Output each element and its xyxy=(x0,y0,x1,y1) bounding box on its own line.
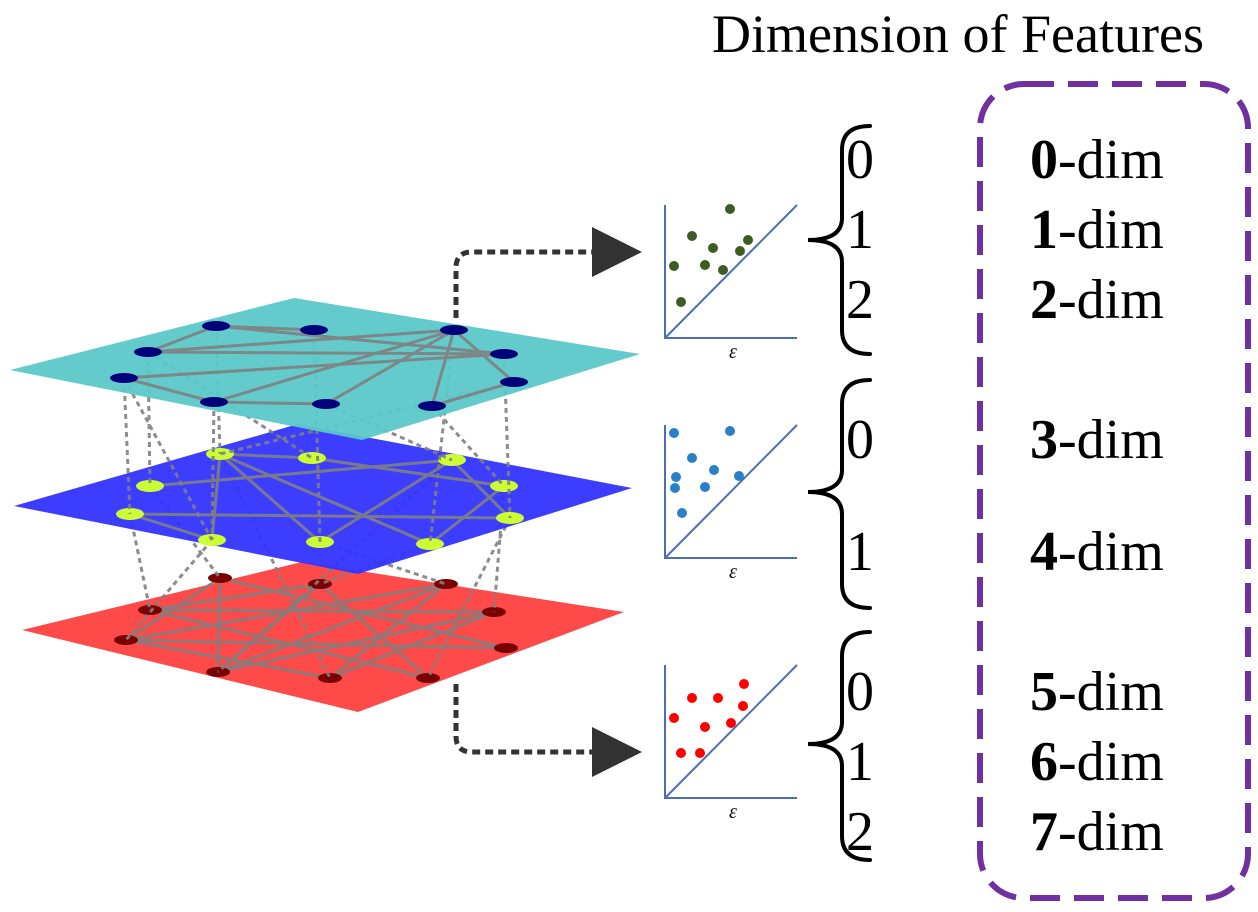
index-label: 0 xyxy=(846,409,874,471)
index-label: 0 xyxy=(846,129,874,191)
point xyxy=(709,465,719,475)
point xyxy=(718,265,728,275)
point xyxy=(734,471,744,481)
point xyxy=(676,748,686,758)
node xyxy=(136,480,164,492)
node xyxy=(490,349,518,359)
top-arrow xyxy=(453,227,642,318)
epsilon-axis-label: ε xyxy=(729,341,737,363)
dimension-label-7: 7-dim xyxy=(1030,801,1164,863)
node xyxy=(312,399,340,409)
node xyxy=(494,643,518,653)
point xyxy=(700,722,710,732)
dimension-labels: 0-dim 1-dim 2-dim 3-dim 4-dim 5-dim 6-di… xyxy=(1030,129,1164,863)
persistence-diagram-2: ε xyxy=(664,424,798,583)
index-label: 0 xyxy=(846,661,874,723)
node xyxy=(202,321,230,331)
point xyxy=(725,426,735,436)
point xyxy=(687,693,697,703)
dimension-label-1: 1-dim xyxy=(1030,199,1164,261)
dimension-label-2: 2-dim xyxy=(1030,269,1164,331)
node xyxy=(416,673,440,683)
point xyxy=(669,713,679,723)
bottom-arrow xyxy=(453,684,642,777)
epsilon-axis-label: ε xyxy=(729,561,737,583)
point xyxy=(671,472,681,482)
top-layer-edges xyxy=(123,324,515,408)
point xyxy=(738,701,748,711)
point xyxy=(743,235,753,245)
point xyxy=(695,748,705,758)
dimension-frame xyxy=(977,81,1251,901)
diagram-points xyxy=(669,204,753,307)
node xyxy=(300,325,328,335)
point xyxy=(687,453,697,463)
figure-title: Dimension of Features xyxy=(712,4,1204,64)
node xyxy=(418,401,446,411)
bottom-layer-edges xyxy=(125,576,507,680)
homology-indices: 0 1 2 0 1 0 1 2 xyxy=(846,129,874,863)
node xyxy=(114,635,138,645)
diagram-diagonal xyxy=(664,204,798,339)
node xyxy=(490,480,518,492)
node xyxy=(318,673,342,683)
persistence-diagram-3: ε xyxy=(664,664,798,823)
diagram-diagonal xyxy=(664,664,798,799)
node xyxy=(440,325,468,335)
node xyxy=(434,579,458,589)
bottom-layer-plane xyxy=(22,562,624,712)
dimension-label-6: 6-dim xyxy=(1030,731,1164,793)
braces xyxy=(807,124,872,862)
point xyxy=(726,718,736,728)
point xyxy=(725,204,735,214)
bottom-layer xyxy=(22,562,624,712)
node xyxy=(500,377,528,387)
index-label: 2 xyxy=(846,269,874,331)
index-label: 1 xyxy=(846,521,874,583)
dimension-label-0: 0-dim xyxy=(1030,129,1164,191)
dimension-label-4: 4-dim xyxy=(1030,521,1164,583)
index-label: 1 xyxy=(846,731,874,793)
point xyxy=(700,482,710,492)
index-label: 1 xyxy=(846,199,874,261)
index-label: 2 xyxy=(846,801,874,863)
point xyxy=(670,483,680,493)
node xyxy=(134,347,162,357)
middle-layer xyxy=(14,424,632,574)
brace-3 xyxy=(807,630,872,862)
top-layer xyxy=(10,298,640,440)
node xyxy=(208,573,232,583)
point xyxy=(687,231,697,241)
middle-layer-edges xyxy=(129,452,512,546)
diagram-diagonal xyxy=(664,424,798,559)
point xyxy=(669,261,679,271)
node xyxy=(306,536,334,548)
diagram-points xyxy=(669,679,749,758)
persistence-diagram-1: ε xyxy=(664,204,798,363)
point xyxy=(739,679,749,689)
point xyxy=(708,243,718,253)
point xyxy=(676,297,686,307)
epsilon-axis-label: ε xyxy=(729,801,737,823)
node xyxy=(416,538,444,550)
dimension-label-5: 5-dim xyxy=(1030,661,1164,723)
node xyxy=(298,452,326,464)
point xyxy=(677,508,687,518)
node xyxy=(110,373,138,383)
point xyxy=(735,246,745,256)
brace-2 xyxy=(807,378,872,610)
node xyxy=(200,397,228,407)
dimension-label-3: 3-dim xyxy=(1030,409,1164,471)
top-layer-nodes xyxy=(110,321,528,411)
point xyxy=(700,260,710,270)
brace-1 xyxy=(807,124,872,356)
diagram-points xyxy=(669,426,744,518)
point xyxy=(713,693,723,703)
arrows xyxy=(453,227,642,777)
point xyxy=(669,428,679,438)
persistence-diagrams: ε ε xyxy=(664,204,798,823)
